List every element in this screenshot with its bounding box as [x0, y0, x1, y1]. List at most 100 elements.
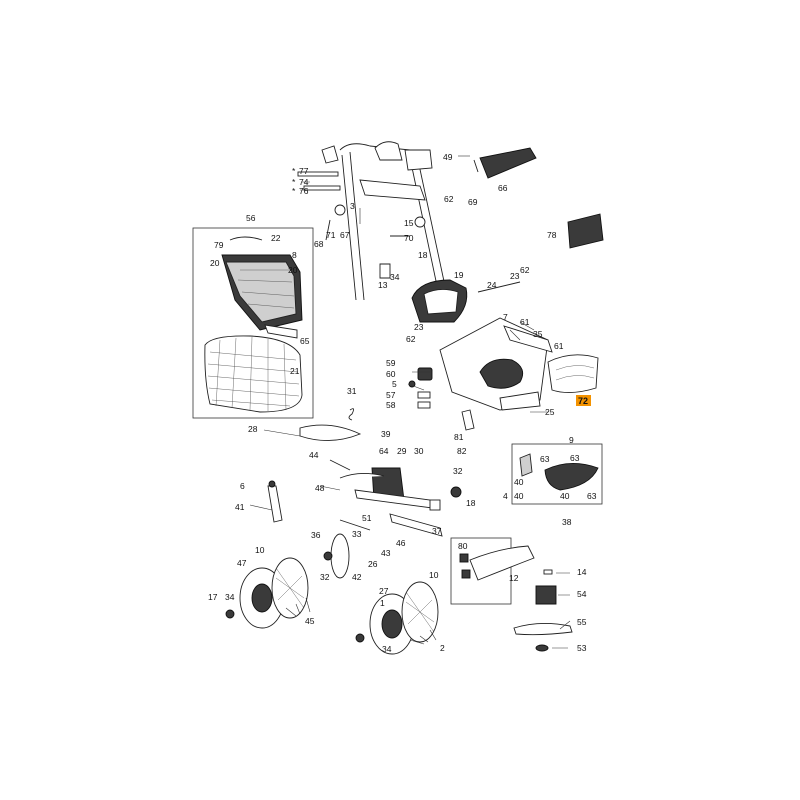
label-10a: 10: [255, 545, 265, 555]
label-41: 41: [235, 502, 245, 512]
label-76: 76: [299, 186, 309, 196]
hubcap-42: [330, 533, 350, 579]
label-1: 1: [380, 598, 385, 608]
lever-6: [267, 485, 283, 523]
brake-group-box: [511, 443, 603, 505]
handle-cover-66: [479, 147, 537, 179]
asterisk-77: *: [292, 166, 296, 176]
label-47: 47: [237, 558, 247, 568]
label-10b: 10: [429, 570, 439, 580]
rear-wheel-left: [239, 557, 309, 629]
label-68: 68: [314, 239, 324, 249]
label-32a: 32: [453, 466, 463, 476]
leader-lines: [249, 155, 571, 649]
label-3: 3: [350, 201, 355, 211]
spring-31: [348, 408, 355, 421]
label-20b: 20: [288, 265, 298, 275]
label-30: 30: [414, 446, 424, 456]
label-60: 60: [386, 369, 396, 379]
asterisk-76: *: [292, 186, 296, 196]
label-40b: 40: [514, 491, 524, 501]
label-23b: 23: [414, 322, 424, 332]
label-57: 57: [386, 390, 396, 400]
label-45: 45: [305, 616, 315, 626]
label-6: 6: [240, 481, 245, 491]
label-24: 24: [487, 280, 497, 290]
label-70: 70: [404, 233, 414, 243]
handle-assembly: [297, 141, 449, 301]
label-15: 15: [404, 218, 414, 228]
label-32b: 32: [320, 572, 330, 582]
lever-12: [469, 545, 535, 581]
label-12: 12: [509, 573, 519, 583]
label-36: 36: [311, 530, 321, 540]
grass-bag-sack: [204, 335, 303, 413]
part-78-cover: [567, 213, 604, 249]
label-18a: 18: [418, 250, 428, 260]
bag-clip-65: [264, 324, 298, 339]
label-49: 49: [443, 152, 453, 162]
label-33: 33: [352, 529, 362, 539]
label-34b: 34: [225, 592, 235, 602]
front-wheel: [369, 581, 439, 655]
label-19: 19: [454, 270, 464, 280]
blade-bolt-53: [535, 644, 549, 652]
label-9: 9: [569, 435, 574, 445]
label-27: 27: [379, 586, 389, 596]
label-51: 51: [362, 513, 372, 523]
label-39: 39: [381, 429, 391, 439]
label-78: 78: [547, 230, 557, 240]
label-42: 42: [352, 572, 362, 582]
label-25: 25: [545, 407, 555, 417]
label-48: 48: [315, 483, 325, 493]
label-71: 71: [326, 230, 336, 240]
label-61a: 61: [520, 317, 530, 327]
label-79: 79: [214, 240, 224, 250]
label-8: 8: [292, 250, 297, 260]
label-63c: 63: [587, 491, 597, 501]
rear-axle-37: [389, 513, 443, 537]
label-2: 2: [440, 643, 445, 653]
label-72-highlighted: 72: [578, 396, 588, 406]
asterisk-74: *: [292, 177, 296, 187]
label-34c: 34: [382, 644, 392, 654]
label-7: 7: [503, 312, 508, 322]
label-35: 35: [533, 329, 543, 339]
grass-bag-group-box: [192, 227, 314, 419]
label-18b: 18: [466, 498, 476, 508]
part-number-labels: * 77 * 74 * 76 49 66 69 62 3 15 71 67 68…: [208, 152, 597, 654]
label-54: 54: [577, 589, 587, 599]
label-74: 74: [299, 177, 309, 187]
label-53: 53: [577, 643, 587, 653]
label-82: 82: [457, 446, 467, 456]
label-81: 81: [454, 432, 464, 442]
label-28: 28: [248, 424, 258, 434]
label-17: 17: [208, 592, 218, 602]
label-77: 77: [299, 166, 309, 176]
label-22: 22: [271, 233, 281, 243]
label-14: 14: [577, 567, 587, 577]
label-20a: 20: [210, 258, 220, 268]
label-67: 67: [340, 230, 350, 240]
belt-28: [299, 424, 362, 441]
label-34a: 34: [390, 272, 400, 282]
label-61b: 61: [554, 341, 564, 351]
blade-holder-54: [535, 585, 557, 605]
label-13: 13: [378, 280, 388, 290]
label-43: 43: [381, 548, 391, 558]
adjuster-60: [417, 367, 433, 381]
label-64: 64: [379, 446, 389, 456]
label-26: 26: [368, 559, 378, 569]
mower-deck: [439, 317, 553, 411]
lever-group-box: [450, 537, 512, 605]
label-40a: 40: [514, 477, 524, 487]
label-63a: 63: [540, 454, 550, 464]
label-80: 80: [458, 541, 468, 551]
label-62c: 62: [406, 334, 416, 344]
label-44: 44: [309, 450, 319, 460]
label-62b: 62: [520, 265, 530, 275]
label-62a: 62: [444, 194, 454, 204]
label-37: 37: [432, 526, 442, 536]
grass-bag-frame: [221, 254, 303, 331]
